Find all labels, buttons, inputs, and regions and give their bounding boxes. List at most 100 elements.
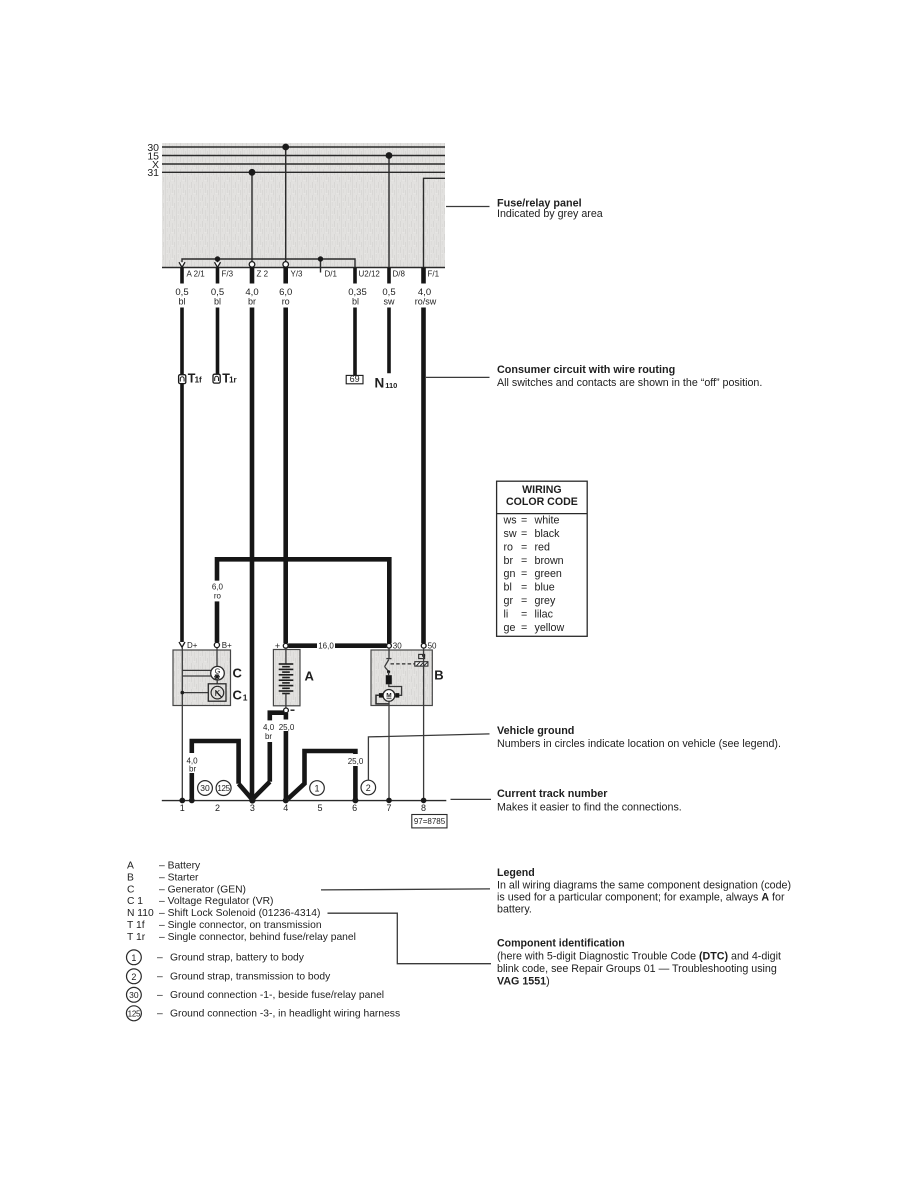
svg-text:ws: ws bbox=[503, 514, 517, 526]
svg-text:– Starter: – Starter bbox=[159, 872, 199, 883]
svg-text:Ground strap, transmission to: Ground strap, transmission to body bbox=[170, 972, 331, 983]
svg-text:=: = bbox=[521, 528, 527, 540]
svg-text:=: = bbox=[521, 622, 527, 634]
svg-text:5: 5 bbox=[317, 803, 322, 813]
svg-text:sw: sw bbox=[504, 528, 517, 540]
svg-text:D/1: D/1 bbox=[325, 270, 338, 279]
svg-text:–: – bbox=[157, 990, 163, 1001]
svg-text:4: 4 bbox=[283, 803, 288, 813]
svg-text:97=8785: 97=8785 bbox=[414, 817, 446, 826]
svg-text:bl: bl bbox=[504, 582, 512, 594]
svg-text:In all wiring diagrams the sam: In all wiring diagrams the same componen… bbox=[497, 879, 791, 891]
svg-text:All switches and contacts are: All switches and contacts are shown in t… bbox=[497, 377, 762, 389]
svg-text:7: 7 bbox=[386, 803, 391, 813]
svg-text:Ground connection -3-, in head: Ground connection -3-, in headlight wiri… bbox=[170, 1009, 400, 1020]
svg-text:3: 3 bbox=[250, 803, 255, 813]
svg-text:ro: ro bbox=[504, 541, 514, 553]
svg-text:C 1: C 1 bbox=[127, 896, 143, 907]
svg-text:=: = bbox=[521, 568, 527, 580]
svg-text:battery.: battery. bbox=[497, 904, 532, 916]
svg-text:0,5: 0,5 bbox=[382, 287, 395, 298]
svg-text:30: 30 bbox=[393, 642, 402, 651]
svg-text:gr: gr bbox=[504, 595, 514, 607]
svg-text:4,0: 4,0 bbox=[245, 287, 258, 298]
svg-text:gn: gn bbox=[504, 568, 516, 580]
svg-text:sw: sw bbox=[384, 297, 396, 307]
svg-text:X: X bbox=[152, 159, 159, 171]
svg-text:brown: brown bbox=[535, 555, 564, 567]
svg-text:U2/12: U2/12 bbox=[359, 270, 381, 279]
svg-text:=: = bbox=[521, 582, 527, 594]
svg-text:yellow: yellow bbox=[535, 622, 565, 634]
svg-text:D/8: D/8 bbox=[393, 270, 406, 279]
svg-text:0,5: 0,5 bbox=[175, 287, 188, 298]
svg-text:6,0: 6,0 bbox=[279, 287, 292, 298]
svg-text:Makes it easier to find the co: Makes it easier to find the connections. bbox=[497, 802, 682, 814]
svg-text:=: = bbox=[521, 514, 527, 526]
svg-text:–: – bbox=[157, 972, 163, 983]
svg-text:1: 1 bbox=[131, 953, 136, 963]
svg-text:15: 15 bbox=[147, 150, 159, 162]
svg-text:8: 8 bbox=[421, 803, 426, 813]
svg-text:Indicated by grey area: Indicated by grey area bbox=[497, 208, 603, 220]
svg-text:green: green bbox=[535, 568, 562, 580]
svg-text:– Battery: – Battery bbox=[159, 861, 201, 872]
svg-text:C: C bbox=[233, 666, 243, 681]
svg-text:69: 69 bbox=[350, 374, 360, 384]
svg-text:red: red bbox=[535, 541, 551, 553]
svg-text:6: 6 bbox=[352, 803, 357, 813]
svg-text:br: br bbox=[265, 732, 272, 741]
svg-text:grey: grey bbox=[535, 595, 556, 607]
svg-text:N 110: N 110 bbox=[127, 908, 154, 919]
svg-text:30: 30 bbox=[129, 990, 139, 1000]
svg-text:–: – bbox=[157, 953, 163, 964]
svg-text:Ground strap, battery to body: Ground strap, battery to body bbox=[170, 953, 305, 964]
svg-text:lilac: lilac bbox=[535, 609, 554, 621]
svg-text:T 1r: T 1r bbox=[127, 932, 146, 943]
svg-text:– Generator (GEN): – Generator (GEN) bbox=[159, 884, 246, 895]
svg-text:+: + bbox=[275, 641, 280, 651]
svg-text:50: 50 bbox=[428, 642, 437, 651]
svg-text:Current track number: Current track number bbox=[497, 788, 608, 800]
svg-text:ge: ge bbox=[504, 622, 516, 634]
svg-text:– Single connector, behind fus: – Single connector, behind fuse/relay pa… bbox=[159, 932, 356, 943]
svg-text:blue: blue bbox=[535, 582, 555, 594]
svg-text:F/1: F/1 bbox=[428, 270, 440, 279]
svg-text:G: G bbox=[215, 667, 221, 676]
svg-text:Z 2: Z 2 bbox=[257, 270, 269, 279]
svg-text:0,35: 0,35 bbox=[348, 287, 367, 298]
svg-text:1: 1 bbox=[243, 693, 248, 703]
svg-text:A: A bbox=[127, 861, 134, 872]
svg-text:T 1f: T 1f bbox=[127, 920, 145, 931]
svg-text:M: M bbox=[386, 693, 391, 700]
svg-text:(here with 5-digit Diagnostic: (here with 5-digit Diagnostic Trouble Co… bbox=[497, 951, 781, 963]
svg-text:2: 2 bbox=[215, 803, 220, 813]
svg-text:D+: D+ bbox=[187, 641, 198, 650]
svg-text:A 2/1: A 2/1 bbox=[187, 270, 206, 279]
svg-text:bl: bl bbox=[352, 297, 359, 307]
svg-text:25,0: 25,0 bbox=[348, 757, 364, 766]
svg-text:T: T bbox=[222, 372, 230, 386]
svg-text:6,0: 6,0 bbox=[212, 582, 224, 591]
svg-text:Y/3: Y/3 bbox=[291, 270, 304, 279]
svg-text:– Single connector, on transmi: – Single connector, on transmission bbox=[159, 920, 322, 931]
svg-text:black: black bbox=[535, 528, 561, 540]
svg-text:2: 2 bbox=[131, 972, 136, 982]
svg-text:–: – bbox=[157, 1009, 163, 1020]
svg-text:C: C bbox=[127, 884, 135, 895]
svg-text:=: = bbox=[521, 541, 527, 553]
svg-text:Fuse/relay panel: Fuse/relay panel bbox=[497, 198, 582, 210]
svg-text:4,0: 4,0 bbox=[186, 757, 198, 766]
svg-text:Vehicle ground: Vehicle ground bbox=[497, 725, 574, 737]
svg-text:WIRING: WIRING bbox=[522, 484, 561, 496]
svg-text:1r: 1r bbox=[229, 376, 237, 385]
svg-text:bl: bl bbox=[214, 297, 221, 307]
svg-text:– Shift Lock Solenoid (01236-4: – Shift Lock Solenoid (01236-4314) bbox=[159, 908, 320, 919]
svg-text:Legend: Legend bbox=[497, 867, 535, 879]
svg-text:110: 110 bbox=[385, 381, 397, 390]
svg-text:bl: bl bbox=[178, 297, 185, 307]
svg-text:B+: B+ bbox=[222, 641, 232, 650]
svg-text:Ground connection -1-, beside: Ground connection -1-, beside fuse/relay… bbox=[170, 990, 384, 1001]
svg-text:br: br bbox=[504, 555, 514, 567]
svg-text:Numbers in circles indicate lo: Numbers in circles indicate location on … bbox=[497, 738, 781, 750]
